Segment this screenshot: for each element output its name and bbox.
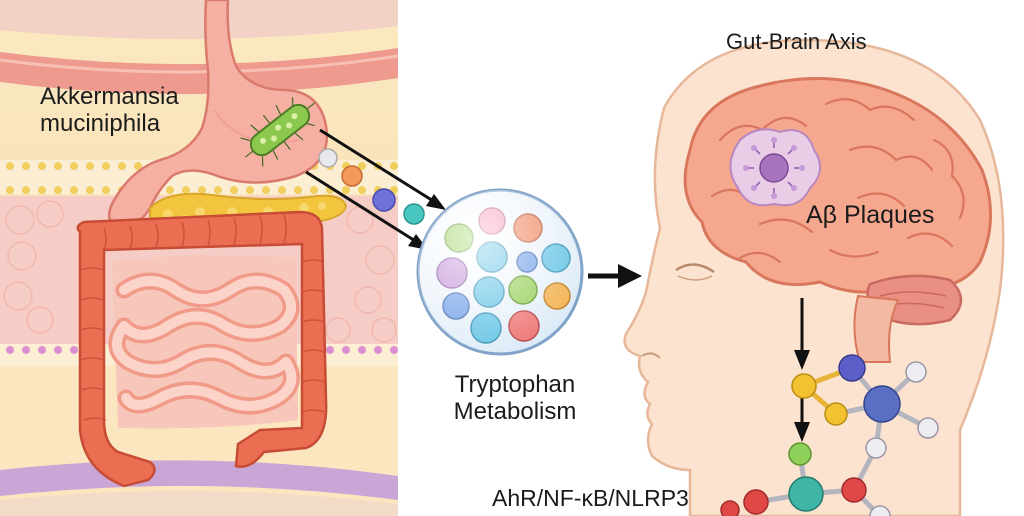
metabolism-label-line2: Metabolism: [453, 397, 577, 425]
large-intestine: [76, 210, 328, 488]
arrow-down-to-pathway: [794, 298, 810, 442]
arrow-to-brain: [588, 264, 642, 288]
metabolite-dot: [372, 188, 396, 212]
bacteria-label: Akkermansia muciniphila: [40, 83, 179, 138]
bacteria-label-line2: muciniphila: [40, 109, 161, 137]
bacteria-label-line1: Akkermansia: [40, 83, 179, 110]
metabolite-dot: [403, 203, 425, 225]
small-intestine: [108, 254, 300, 429]
metabolism-label: Tryptophan Metabolism: [440, 371, 590, 426]
amyloid-plaque-icon: [729, 128, 821, 207]
metabolite-dot: [318, 148, 338, 168]
pathway-label: AhR/NF-κB/NLRP3: [492, 485, 689, 511]
metabolism-label-line1: Tryptophan: [454, 371, 576, 398]
plaques-label: Aβ Plaques: [806, 201, 935, 229]
metabolite-sphere-icon: [416, 188, 584, 356]
metabolite-dot: [341, 165, 363, 187]
axis-title: Gut-Brain Axis: [726, 29, 867, 54]
arrow-to-metabolism: [305, 128, 446, 250]
molecule-network-icon: [720, 354, 939, 516]
stomach: [107, 0, 329, 228]
metabolite-stream: [318, 148, 425, 225]
rod-bacterium-icon: [240, 97, 316, 167]
